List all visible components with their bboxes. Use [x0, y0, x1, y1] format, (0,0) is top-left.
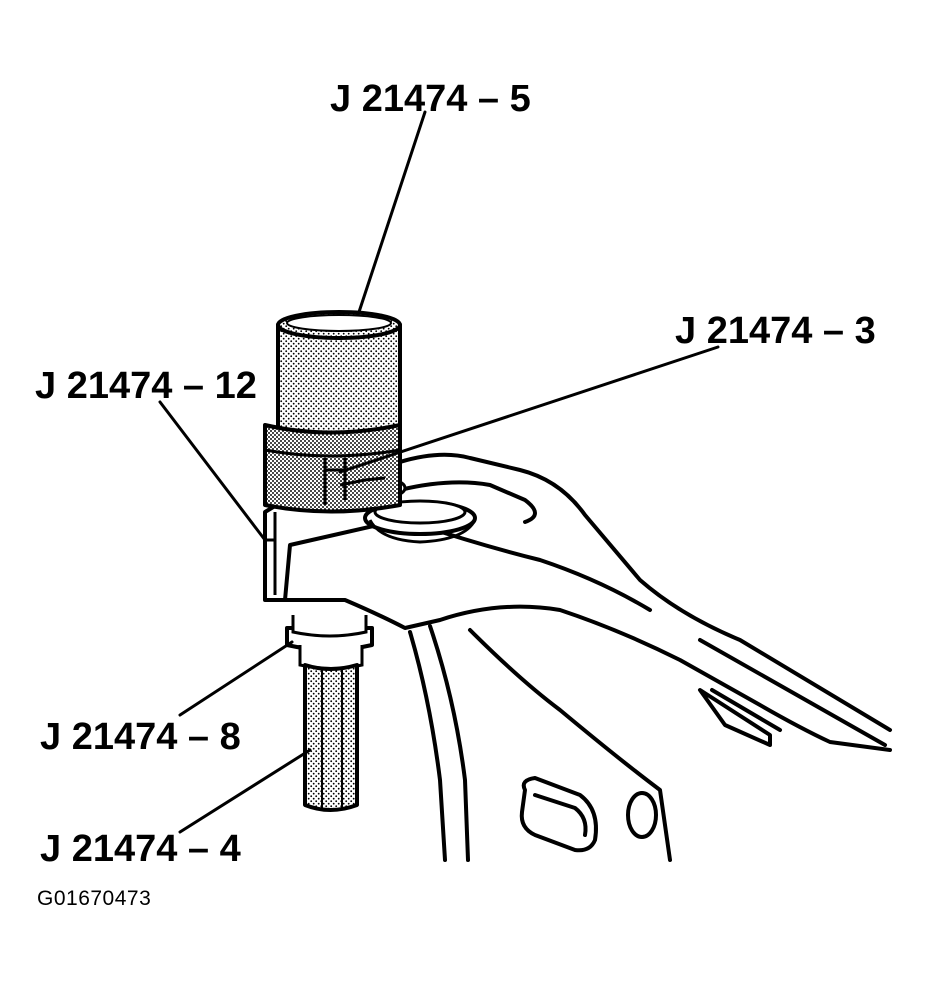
leader-lines [158, 110, 720, 834]
callout-tool-j21474-12: J 21474 – 12 [35, 365, 257, 407]
tool-5-receiver-cup [276, 310, 402, 441]
control-arm [268, 452, 892, 862]
leader-tool-3 [338, 345, 720, 474]
callout-tool-j21474-4: J 21474 – 4 [40, 828, 241, 870]
leader-tool-4 [178, 748, 312, 834]
tool-8-washer [285, 615, 374, 670]
callout-tool-j21474-5: J 21474 – 5 [330, 78, 531, 120]
tool-3-adapter [263, 423, 402, 514]
tool-4-forcing-screw [303, 663, 359, 812]
callout-tool-j21474-3: J 21474 – 3 [675, 310, 876, 352]
figure-id: G01670473 [37, 887, 152, 910]
leader-tool-5 [356, 110, 427, 317]
leader-tool-12 [158, 400, 267, 542]
leader-tool-8 [178, 640, 294, 717]
callout-tool-j21474-8: J 21474 – 8 [40, 716, 241, 758]
